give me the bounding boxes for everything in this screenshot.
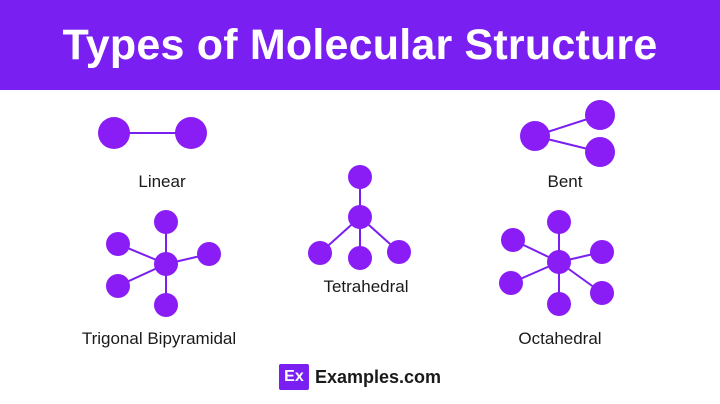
label-octahedral: Octahedral bbox=[518, 329, 602, 348]
tetrahedral-atom bbox=[348, 246, 372, 270]
page-title: Types of Molecular Structure bbox=[62, 20, 658, 69]
trigonal-bipyramidal-atom bbox=[106, 274, 130, 298]
label-linear: Linear bbox=[138, 172, 186, 191]
label-tetrahedral: Tetrahedral bbox=[323, 277, 409, 296]
bent-central-atom bbox=[520, 121, 550, 151]
molecule-tetrahedral bbox=[308, 165, 411, 270]
molecule-bent bbox=[520, 100, 615, 167]
brand-footer[interactable]: Ex Examples.com bbox=[278, 364, 442, 390]
tetrahedral-atom bbox=[387, 240, 411, 264]
title-banner: Types of Molecular Structure bbox=[0, 0, 720, 90]
trigonal-bipyramidal-central-atom bbox=[154, 252, 178, 276]
trigonal-bipyramidal-atom bbox=[106, 232, 130, 256]
trigonal-bipyramidal-atom bbox=[154, 210, 178, 234]
bent-atom bbox=[585, 100, 615, 130]
octahedral-atom bbox=[590, 281, 614, 305]
trigonal-bipyramidal-atom bbox=[154, 293, 178, 317]
molecule-octahedral bbox=[499, 210, 614, 316]
bent-atom bbox=[585, 137, 615, 167]
label-trigonal-bipyramidal: Trigonal Bipyramidal bbox=[81, 329, 237, 348]
brand-name: Examples.com bbox=[314, 366, 442, 387]
molecule-trigonal-bipyramidal bbox=[106, 210, 221, 317]
octahedral-atom bbox=[501, 228, 525, 252]
tetrahedral-atom bbox=[348, 165, 372, 189]
octahedral-atom bbox=[499, 271, 523, 295]
octahedral-atom bbox=[547, 210, 571, 234]
tetrahedral-atom bbox=[308, 241, 332, 265]
molecule-linear bbox=[98, 117, 207, 149]
octahedral-central-atom bbox=[547, 250, 571, 274]
tetrahedral-central-atom bbox=[348, 205, 372, 229]
trigonal-bipyramidal-atom bbox=[197, 242, 221, 266]
linear-atom bbox=[175, 117, 207, 149]
examples-logo: Ex bbox=[278, 364, 309, 390]
octahedral-atom bbox=[547, 292, 571, 316]
octahedral-atom bbox=[590, 240, 614, 264]
label-bent: Bent bbox=[547, 172, 583, 191]
linear-atom bbox=[98, 117, 130, 149]
